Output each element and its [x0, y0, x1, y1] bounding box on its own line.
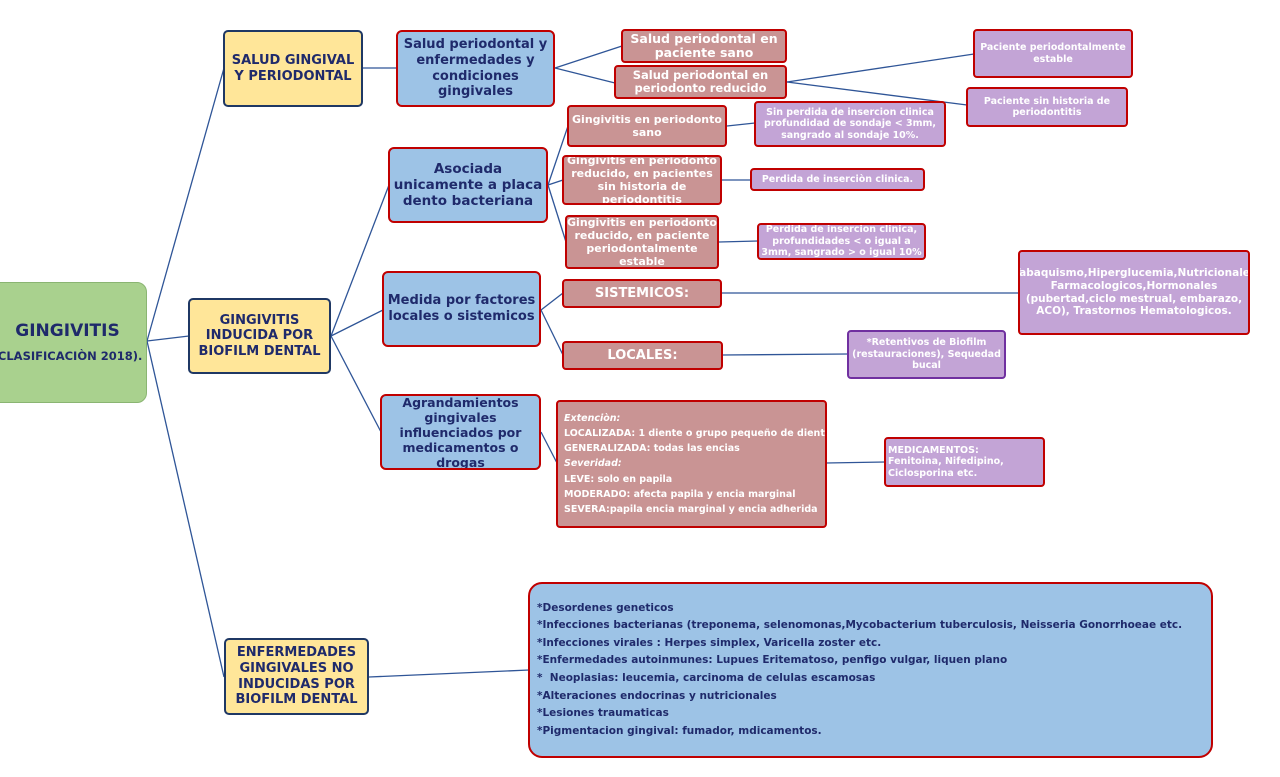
medida-factores-node: Medida por factores locales o sistemicos [382, 271, 541, 347]
list-item: *Alteraciones endocrinas y nutricionales [537, 689, 777, 702]
ext-line: LEVE: solo en papila [564, 473, 673, 485]
ext-line: Severidad: [564, 458, 622, 470]
gingivitis-sano-detail: Sin perdida de insercion clinica profund… [754, 101, 946, 147]
gingivitis-reducido-detail: Perdida de inserciòn clinica. [750, 168, 925, 191]
list-item: *Desordenes geneticos [537, 601, 674, 614]
agrandamientos-node: Agrandamientos gingivales influenciados … [380, 394, 541, 470]
asociada-placa-node: Asociada unicamente a placa dento bacter… [388, 147, 548, 223]
locales-detail: *Retentivos de Biofilm (restauraciones),… [847, 330, 1006, 379]
gingivitis-reducido-node: Gingivitis en periodonto reducido, en pa… [562, 155, 722, 205]
medicamentos-node: MEDICAMENTOS: Fenitoina, Nifedipino, Cic… [884, 437, 1045, 487]
list-item: *Lesiones traumaticas [537, 707, 669, 720]
root-gingivitis: GINGIVITIS (CLASIFICACIÒN 2018). [0, 282, 147, 403]
list-item: * Neoplasias: leucemia, carcinoma de cel… [537, 672, 876, 684]
ext-line: LOCALIZADA: 1 diente o grupo pequeño de … [564, 428, 827, 440]
list-item: *Pigmentacion gingival: fumador, mdicame… [537, 724, 822, 737]
salud-paciente-sano-node: Salud periodontal en paciente sano [621, 29, 787, 63]
root-subtitle: (CLASIFICACIÒN 2018). [0, 348, 143, 363]
root-title: GINGIVITIS [15, 321, 120, 342]
ext-line: GENERALIZADA: todas las encias [564, 443, 740, 455]
sistemicos-node: SISTEMICOS: [562, 279, 722, 308]
gingivitis-estable-node: Gingivitis en periodonto reducido, en pa… [565, 215, 719, 269]
sistemicos-detail: *Tabaquismo,Hiperglucemia,Nutricionales,… [1018, 250, 1250, 335]
salud-periodonto-reducido-node: Salud periodontal en periodonto reducido [614, 65, 787, 99]
extension-severidad-box: Extenciòn: LOCALIZADA: 1 diente o grupo … [556, 400, 827, 528]
paciente-sin-historia-node: Paciente sin historia de periodontitis [966, 87, 1128, 127]
list-item: *Infecciones bacterianas (treponema, sel… [537, 619, 1183, 632]
ext-line: Extenciòn: [564, 412, 621, 424]
salud-periodontal-node: Salud periodontal y enfermedades y condi… [396, 30, 555, 107]
salud-gingival-node: SALUD GINGIVAL Y PERIODONTAL [223, 30, 363, 107]
list-item: *Infecciones virales : Herpes simplex, V… [537, 636, 882, 649]
locales-node: LOCALES: [562, 341, 723, 370]
paciente-estable-node: Paciente periodontalmente estable [973, 29, 1133, 78]
no-biofilm-list: *Desordenes geneticos *Infecciones bacte… [528, 582, 1213, 758]
list-item: *Enfermedades autoinmunes: Lupues Eritem… [537, 654, 1008, 667]
gingivitis-sano-node: Gingivitis en periodonto sano [567, 105, 727, 147]
gingivitis-estable-detail: Perdida de insercion clinica, profundida… [757, 223, 926, 260]
ext-line: SEVERA:papila encia marginal y encia adh… [564, 503, 818, 515]
no-biofilm-node: ENFERMEDADES GINGIVALES NO INDUCIDAS POR… [224, 638, 369, 715]
ext-line: MODERADO: afecta papila y encia marginal [564, 488, 796, 500]
gingivitis-biofilm-node: GINGIVITIS INDUCIDA POR BIOFILM DENTAL [188, 298, 331, 374]
